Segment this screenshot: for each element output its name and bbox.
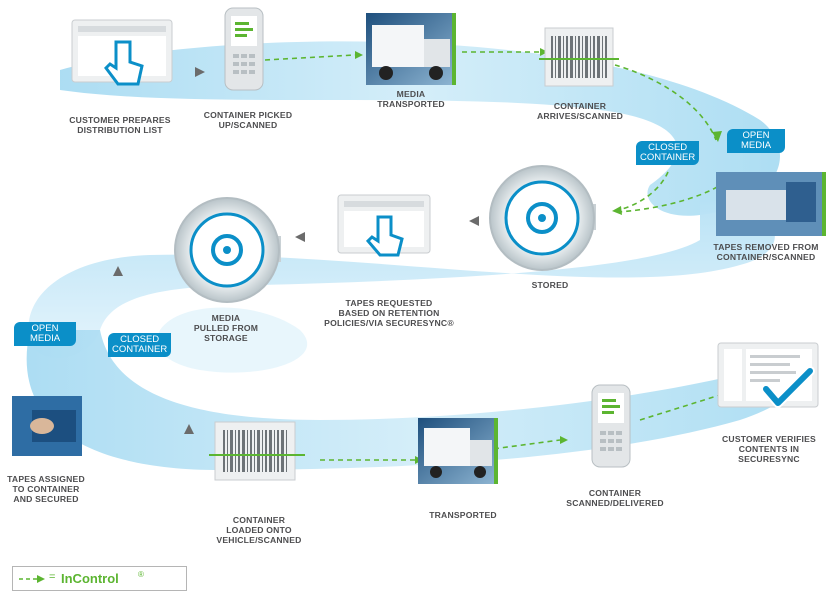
barcode-icon-2 <box>209 421 305 481</box>
screen-hand-icon-2 <box>337 194 431 257</box>
flow-band-loop <box>157 307 308 373</box>
label-container-loaded: CONTAINER LOADED ONTO VEHICLE/SCANNED <box>216 515 302 545</box>
flow-band-middle <box>28 200 775 359</box>
tag-closed-container-top: CLOSED CONTAINER <box>636 141 700 165</box>
label-container-delivered: CONTAINER SCANNED/DELIVERED <box>566 488 664 508</box>
tag-closed-container-left: CLOSED CONTAINER <box>108 333 172 357</box>
tapes-photo-icon <box>716 172 826 236</box>
truck-photo-icon-2 <box>418 418 498 484</box>
vault-icon-pulled <box>174 197 281 303</box>
label-transported: TRANSPORTED <box>429 510 497 520</box>
label-tapes-requested: TAPES REQUESTED BASED ON RETENTION POLIC… <box>324 298 454 328</box>
label-media-pulled: MEDIA PULLED FROM STORAGE <box>193 313 259 343</box>
screen-hand-icon <box>71 19 173 86</box>
flow-arrow-1 <box>195 67 205 77</box>
label-media-transported: MEDIA TRANSPORTED <box>377 89 445 109</box>
vault-icon-stored <box>489 165 596 271</box>
legend-registered-mark: ® <box>138 570 144 579</box>
checkmark-document-icon <box>717 342 819 408</box>
flow-arrow-4 <box>113 266 123 276</box>
label-stored: STORED <box>531 280 569 290</box>
scanner-icon-2 <box>591 384 631 468</box>
tag-open-media-top: OPEN MEDIA <box>727 129 785 153</box>
label-customer-verifies: CUSTOMER VERIFIES CONTENTS IN SECURESYNC <box>722 434 816 464</box>
truck-photo-icon <box>366 13 456 85</box>
label-container-picked-up: CONTAINER PICKED UP/SCANNED <box>203 110 293 130</box>
tag-open-media-left: OPEN MEDIA <box>14 322 76 346</box>
label-tapes-removed: TAPES REMOVED FROM CONTAINER/SCANNED <box>713 242 819 262</box>
label-customer-prepares: CUSTOMER PREPARES DISTRIBUTION LIST <box>69 115 171 135</box>
dashed-arrow-icon <box>19 575 45 583</box>
legend: = InControl ® <box>12 566 187 591</box>
legend-equals: = <box>49 571 56 583</box>
label-container-arrives: CONTAINER ARRIVES/SCANNED <box>536 101 624 121</box>
flow-arrow-2 <box>469 216 479 226</box>
label-tapes-assigned: TAPES ASSIGNED TO CONTAINER AND SECURED <box>7 474 85 504</box>
scanner-icon <box>224 7 264 91</box>
barcode-icon <box>539 27 619 87</box>
flow-arrow-5 <box>184 424 194 434</box>
flow-arrow-3 <box>295 232 305 242</box>
tapes-in-container-photo-icon <box>12 396 82 456</box>
legend-label: InControl <box>61 571 119 586</box>
